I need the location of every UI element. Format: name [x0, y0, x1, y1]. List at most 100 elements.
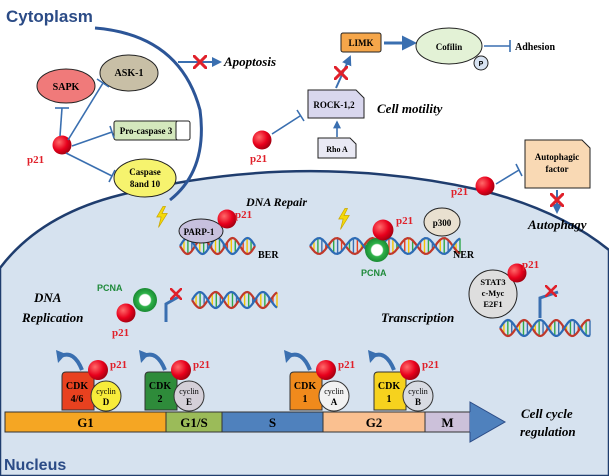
p21-label-cdk: p21 [193, 359, 210, 371]
cell-motility-label: Cell motility [377, 101, 443, 116]
p21-ball-ber [217, 209, 237, 229]
cdk-label: CDK [294, 381, 316, 392]
feedback-arrowhead [368, 350, 378, 363]
transcription-start-arrow [538, 290, 559, 318]
pcna-ring-ner [365, 238, 389, 262]
p21-rock-inhibition [271, 109, 305, 135]
cdk-complexes: CDK4/6cyclinDp21CDK2cyclinEp21CDK1cyclin… [56, 350, 439, 412]
cell-cycle-label-2: regulation [520, 424, 576, 439]
feedback-arrowhead [56, 350, 66, 363]
cyclin-letter: B [415, 397, 421, 407]
apoptosis-label: Apoptosis [223, 54, 276, 69]
p21-label-replication: p21 [112, 327, 129, 339]
cdk-number: 1 [303, 394, 308, 405]
pcna-ring-replication [133, 288, 157, 312]
cofilin-node: Cofilin [415, 27, 483, 65]
cyclin-circle [173, 380, 205, 412]
ask1-node: ASK-1 [99, 54, 159, 92]
p21-label-ner: p21 [396, 215, 413, 227]
cyclin-label: cyclin [96, 387, 116, 396]
dna-strand [191, 290, 278, 310]
cyclin-label: cyclin [408, 387, 428, 396]
cyclin-letter: D [103, 397, 110, 407]
dna-helix [191, 290, 278, 310]
cdk-label: CDK [149, 381, 171, 392]
p21-ball-cdk [88, 360, 108, 380]
phase-label: G2 [366, 415, 383, 430]
ner-label: NER [453, 250, 475, 261]
dna-replication-label-2: Replication [21, 310, 83, 325]
transcription-label: Transcription [381, 310, 454, 325]
autophagic-label-1: Autophagic [535, 152, 580, 162]
cytoplasm-label: Cytoplasm [6, 7, 93, 26]
cofilin-label: Cofilin [436, 42, 463, 52]
phase-label: G1/S [180, 415, 207, 430]
dna-strand [191, 290, 278, 310]
p21-label-cdk: p21 [110, 359, 127, 371]
cyclin-letter: E [186, 397, 192, 407]
procaspase3-node: Pro-caspase 3 [113, 120, 191, 141]
p21-ball-cdk [316, 360, 336, 380]
cell-cycle-bar: G1 G1/S S G2 M [4, 401, 507, 443]
stat3-label: STAT3 [480, 277, 505, 287]
cyclin-circle [318, 380, 350, 412]
membrane-arc [94, 26, 203, 202]
dna-helix [499, 318, 591, 338]
p21-label-cdk: p21 [422, 359, 439, 371]
dna-strand [179, 236, 256, 256]
p21-ball-cdk [171, 360, 191, 380]
p21-label-ber: p21 [235, 209, 252, 221]
p21-label-autophagy: p21 [451, 186, 468, 198]
p300-label: p300 [433, 218, 452, 228]
p21-ball-motility [252, 130, 272, 150]
phospho-label: P [479, 61, 484, 68]
transcription-factors-node: STAT3 c-Myc E2F1 [468, 269, 518, 319]
autophagic-label-2: factor [546, 164, 569, 174]
phase-label: M [441, 415, 453, 430]
parp1-label: PARP-1 [184, 227, 215, 237]
adhesion-inhibition [484, 40, 511, 52]
ask1-label: ASK-1 [115, 68, 144, 79]
rhoa-node: Rho A [317, 137, 357, 159]
p21-ball-autophagy [475, 176, 495, 196]
dna-strand [499, 318, 591, 338]
cyclin-label: cyclin [179, 387, 199, 396]
phase-label: S [269, 415, 276, 430]
cyclin-letter: A [331, 397, 338, 407]
autophagic-factor-node: Autophagic factor [524, 139, 591, 189]
feedback-arrowhead [139, 350, 149, 363]
p21-label-transcription: p21 [522, 259, 539, 271]
cell-cycle-arrow-shaft [470, 412, 480, 432]
rock-node: ROCK-1,2 [307, 89, 365, 119]
caspase-label-2: 8and 10 [130, 179, 161, 189]
ber-label: BER [258, 250, 279, 261]
e2f1-label: E2F1 [483, 299, 502, 309]
phase-label: G1 [77, 415, 94, 430]
nucleus-label: Nucleus [4, 457, 66, 474]
procaspase3-label: Pro-caspase 3 [120, 126, 173, 136]
sapk-node: SAPK [36, 68, 96, 104]
rock-label: ROCK-1,2 [313, 100, 355, 110]
cyclin-label: cyclin [324, 387, 344, 396]
parp1-node: PARP-1 [178, 218, 224, 244]
cdk-number: 2 [158, 394, 163, 405]
replication-fork-arrow [164, 294, 181, 322]
p21-ball-cdk [400, 360, 420, 380]
cdk-label: CDK [66, 381, 88, 392]
adhesion-label: Adhesion [515, 42, 555, 53]
caspase810-node: Caspase 8and 10 [113, 158, 177, 198]
cmyc-label: c-Myc [482, 288, 505, 298]
phospho-node: P [473, 55, 489, 71]
rhoa-label: Rho A [326, 145, 348, 154]
pcna-label-replication: PCNA [97, 283, 123, 293]
cell-cycle-label-1: Cell cycle [521, 406, 573, 421]
p300-node: p300 [423, 207, 461, 237]
dna-strand [499, 318, 591, 338]
p21-label-motility: p21 [250, 153, 267, 165]
caspase-label-1: Caspase [129, 167, 161, 177]
limk-label: LIMK [348, 38, 373, 48]
